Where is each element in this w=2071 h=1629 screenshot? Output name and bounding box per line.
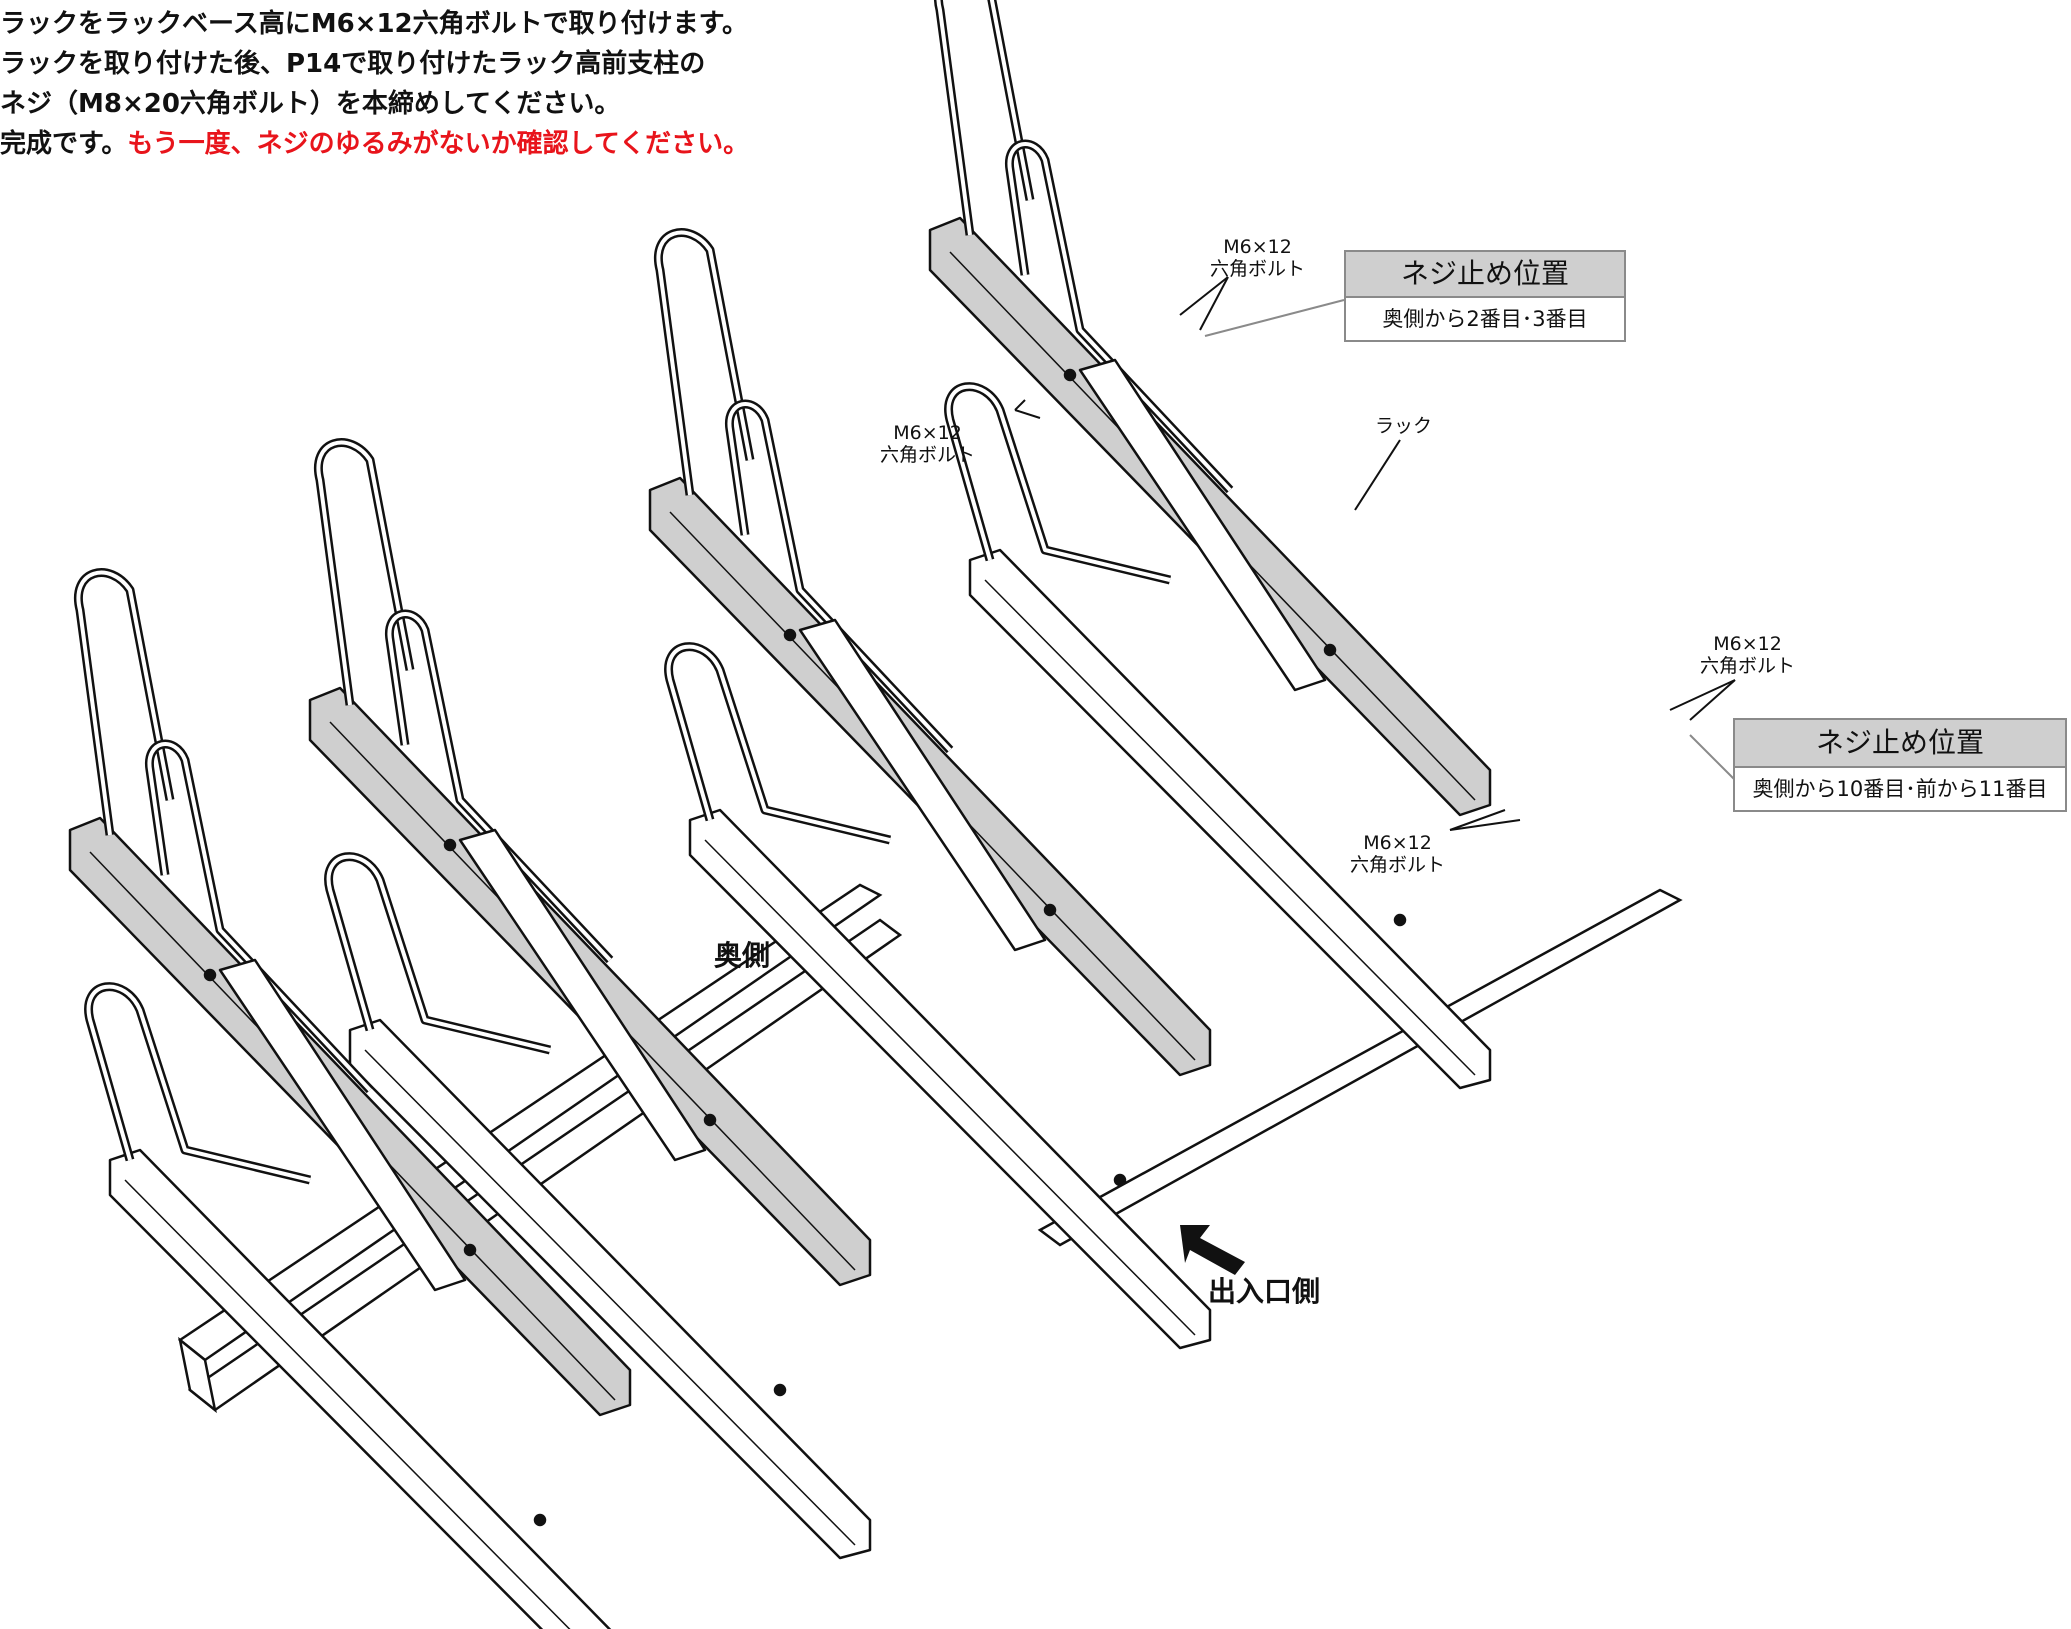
instruction-complete: 完成です。 <box>0 129 128 159</box>
instruction-warning: もう一度、ネジのゆるみがないか確認してください。 <box>127 129 750 159</box>
rack-base-frame <box>177 883 1683 1414</box>
screw-position-callout-right: ネジ止め位置 奥側から10番目･前から11番目 <box>1733 718 2067 812</box>
callout-title: ネジ止め位置 <box>1735 720 2065 768</box>
instruction-line-3: ネジ（M8×20六角ボルト）を本締めしてください。 <box>0 89 621 119</box>
callout-text: 奥側から2番目･3番目 <box>1346 298 1624 340</box>
rack-label: ラック <box>1375 415 1433 437</box>
callout-text: 奥側から10番目･前から11番目 <box>1735 768 2065 810</box>
back-side-label: 奥側 <box>714 939 771 972</box>
screw-position-callout-top: ネジ止め位置 奥側から2番目･3番目 <box>1344 250 1626 342</box>
entrance-side-label: 出入口側 <box>1208 1275 1321 1308</box>
callout-title: ネジ止め位置 <box>1346 252 1624 298</box>
instruction-line-1: ラックをラックベース高にM6×12六角ボルトで取り付けます。 <box>0 9 749 39</box>
instructions: ラックをラックベース高にM6×12六角ボルトで取り付けます。 ラックを取り付けた… <box>0 4 749 164</box>
entrance-arrow <box>1180 1225 1245 1275</box>
instruction-line-4: 完成です。もう一度、ネジのゆるみがないか確認してください。 <box>0 124 749 164</box>
instruction-line-2: ラックを取り付けた後、P14で取り付けたラック高前支柱の <box>0 49 706 79</box>
